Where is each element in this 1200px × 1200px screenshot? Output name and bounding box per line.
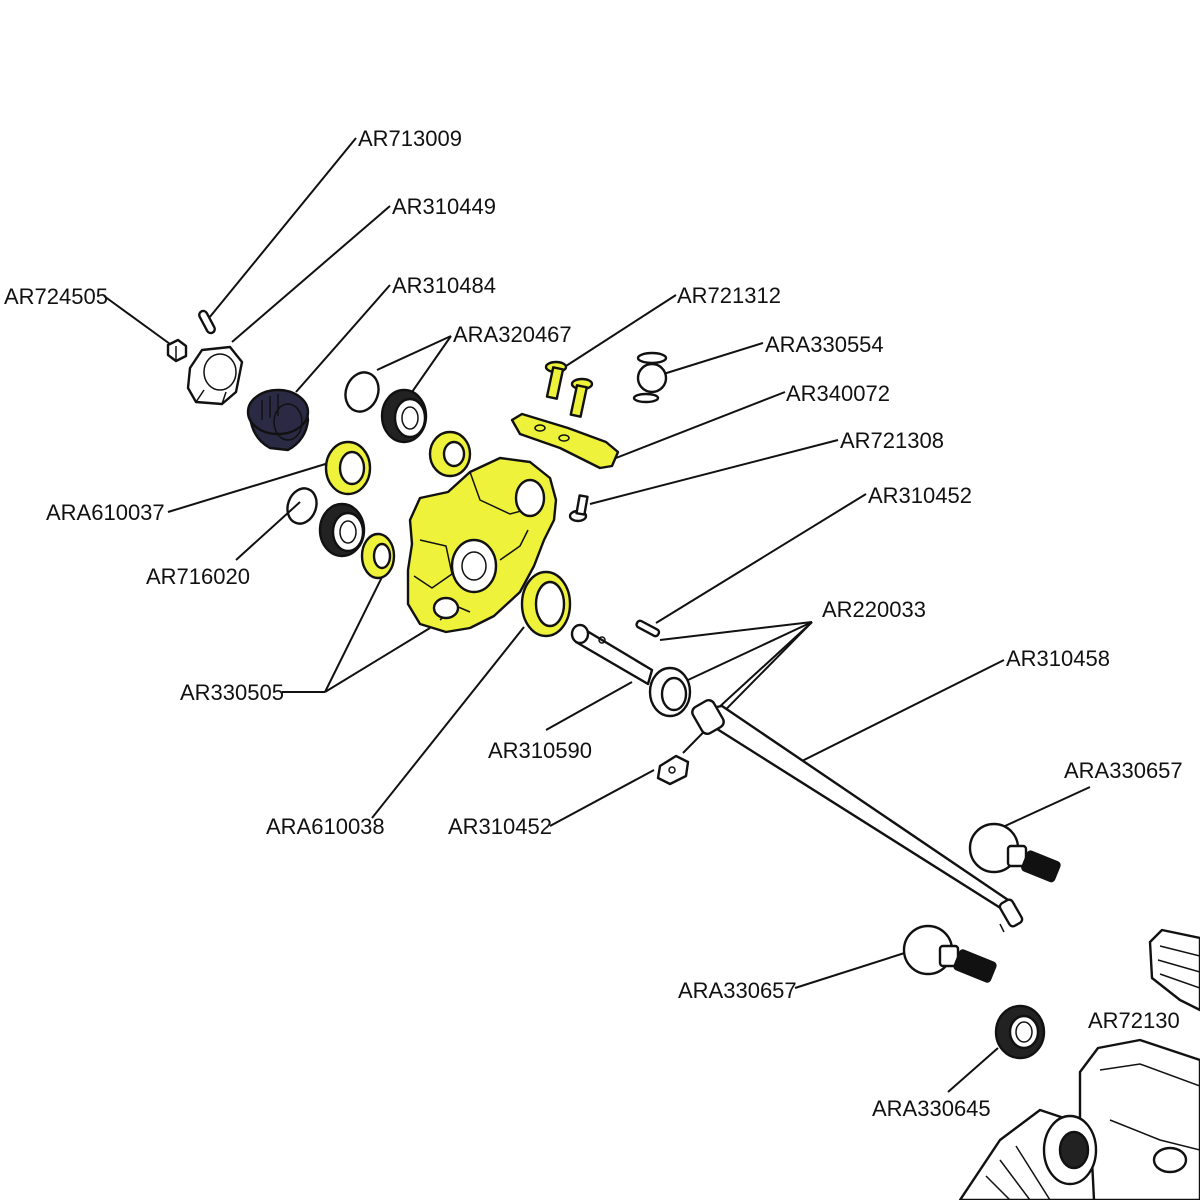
bearing-top-part xyxy=(380,388,428,444)
small-screw-part xyxy=(568,494,589,523)
label-ar220033: AR220033 xyxy=(822,597,926,622)
ball-stud-left-part xyxy=(902,924,997,983)
label-ara320467: ARA320467 xyxy=(453,322,572,347)
bearing-lower-part xyxy=(318,502,366,558)
washer-small-part xyxy=(428,430,472,478)
pin-part xyxy=(198,309,216,335)
label-ar721308: AR721308 xyxy=(840,428,944,453)
label-ar340072: AR340072 xyxy=(786,381,890,406)
small-nut-part xyxy=(166,338,188,363)
part-labels: AR713009 AR310449 AR724505 AR310484 ARA3… xyxy=(4,126,1183,1121)
label-ar330505: AR330505 xyxy=(180,680,284,705)
leader-lines xyxy=(103,137,1091,1093)
lower-arm-assembly-part xyxy=(958,928,1200,1200)
label-ar310452-top: AR310452 xyxy=(868,483,972,508)
label-ar310452-bottom: AR310452 xyxy=(448,814,552,839)
washer-lower-part xyxy=(360,532,396,580)
pin-top-part xyxy=(635,619,661,638)
label-ara330645: ARA330645 xyxy=(872,1096,991,1121)
screw-pair-part xyxy=(544,360,594,418)
label-ar721312: AR721312 xyxy=(677,283,781,308)
label-ara610037: ARA610037 xyxy=(46,500,165,525)
label-ar310458: AR310458 xyxy=(1006,646,1110,671)
o-ring-top-part xyxy=(344,371,380,413)
label-ar310484: AR310484 xyxy=(392,273,496,298)
label-ar310590: AR310590 xyxy=(488,738,592,763)
ball-stud-right-part xyxy=(968,822,1061,883)
o-ring-lower-part xyxy=(286,487,318,525)
label-ar713009: AR713009 xyxy=(358,126,462,151)
ball-stud-part xyxy=(632,351,668,404)
drive-shaft-part xyxy=(570,623,1024,933)
pin-block-part xyxy=(656,754,690,786)
carrier-body-part xyxy=(406,456,558,634)
washer-large-part xyxy=(520,570,572,638)
label-ar716020: AR716020 xyxy=(146,564,250,589)
hub-part xyxy=(246,388,310,452)
label-ar724505: AR724505 xyxy=(4,284,108,309)
label-ara610038: ARA610038 xyxy=(266,814,385,839)
label-ara330554: ARA330554 xyxy=(765,332,884,357)
mount-plate-part xyxy=(510,412,620,470)
bushing-part xyxy=(994,1004,1046,1060)
label-ar721306-partial: AR72130 xyxy=(1088,1008,1180,1033)
washer-left-part xyxy=(324,440,372,496)
label-ara330657-left: ARA330657 xyxy=(678,978,797,1003)
label-ara330657-right: ARA330657 xyxy=(1064,758,1183,783)
hex-nut-part xyxy=(186,345,244,406)
label-ar310449: AR310449 xyxy=(392,194,496,219)
